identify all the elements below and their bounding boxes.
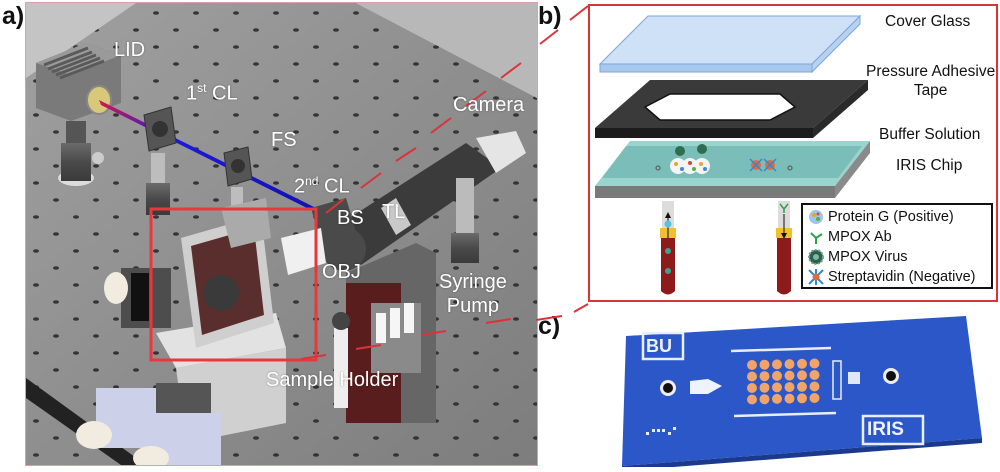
spot [809, 370, 820, 380]
iris-chip-with-buffer [595, 141, 870, 198]
label-lid: LID [114, 39, 146, 61]
spot [772, 393, 782, 404]
spot [772, 359, 782, 370]
spot [797, 358, 807, 369]
spot [747, 394, 757, 405]
connector-a-to-c [536, 303, 589, 321]
qr-code [848, 372, 860, 384]
label-buffer-solution: Buffer Solution [879, 126, 981, 143]
label-bs: BS [337, 207, 364, 229]
chip-assembly-diagram [595, 14, 870, 295]
connector-lines-to-c [300, 318, 512, 360]
spot [797, 393, 807, 404]
stage-motors [76, 268, 221, 465]
spot-array [747, 358, 820, 405]
spot [747, 360, 757, 370]
spot [809, 358, 820, 369]
bu-logo-box [641, 331, 685, 361]
label-first-cl: 1st CL [186, 81, 238, 105]
spot [784, 382, 795, 393]
label-sample-holder: Sample Holder [266, 369, 399, 391]
label-obj: OBJ [322, 261, 361, 283]
beam-splitter [311, 198, 361, 261]
spot [747, 383, 757, 393]
streptavidin-icon [808, 269, 824, 285]
cover-glass [598, 14, 862, 74]
panel-a: LID 1st CL FS 2nd CL BS TL Camera OBJ Sy… [25, 2, 538, 466]
connector-lines-to-b [325, 62, 522, 214]
spot [797, 370, 807, 381]
sample-tube-negative [776, 201, 792, 295]
spot [759, 371, 770, 382]
camera-body [476, 131, 526, 173]
spot [759, 394, 770, 405]
mpox-virus-icon [808, 249, 824, 265]
spot [784, 370, 795, 381]
spot [759, 382, 770, 393]
protein-g-spot [694, 158, 710, 174]
label-fs: FS [271, 129, 297, 151]
connector-a-to-b [539, 5, 589, 45]
legend-item-protein-g: Protein G (Positive) [807, 207, 954, 227]
spot [784, 359, 795, 370]
inlet-pointer [690, 379, 722, 394]
syringe-pump [332, 243, 436, 423]
label-second-cl: 2nd CL [294, 174, 350, 198]
label-cover-glass: Cover Glass [885, 13, 971, 30]
mpox-virus-bound [675, 146, 685, 156]
spot [797, 381, 807, 392]
spot [784, 393, 795, 404]
panel-c: BU IRIS [586, 306, 1000, 471]
chip-label-bu: BU [646, 336, 672, 356]
panel-label-b: b) [538, 2, 562, 30]
spot [747, 371, 757, 382]
spot [772, 370, 782, 381]
panel-label-a: a) [2, 2, 25, 30]
label-iris-chip: IRIS Chip [896, 157, 963, 174]
sample-tube-positive [660, 201, 676, 295]
chip-label-iris: IRIS [867, 419, 904, 440]
iris-chip-photo [622, 316, 982, 471]
pressure-adhesive-tape [595, 80, 868, 138]
spot [809, 393, 820, 403]
label-camera: Camera [453, 94, 525, 116]
legend-item-mpox-virus: MPOX Virus [807, 247, 908, 267]
mpox-virus-bound [697, 144, 707, 154]
first-collimating-lens-mount [143, 106, 177, 215]
legend-item-streptavidin: Streptavidin (Negative) [807, 267, 976, 287]
mpox-ab-icon [810, 232, 823, 244]
sample-region-highlight [149, 207, 318, 362]
label-tl: TL [382, 201, 406, 223]
protein-g-icon [809, 210, 823, 224]
legend-item-mpox-ab: MPOX Ab [807, 227, 892, 247]
sample-holder [156, 198, 286, 443]
spot [759, 359, 770, 370]
spot [809, 381, 820, 392]
optical-setup-render [26, 3, 537, 465]
legend: Protein G (Positive) MPOX Ab MPOX Virus … [801, 203, 993, 289]
iris-logo-box [861, 414, 925, 446]
spot [772, 382, 782, 393]
